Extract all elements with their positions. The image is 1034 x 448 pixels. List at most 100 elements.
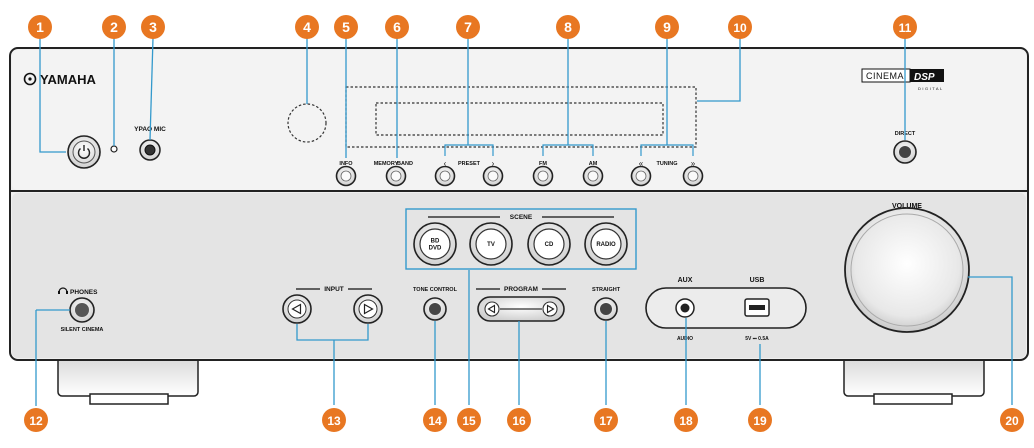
- input-right-button[interactable]: [353, 294, 383, 324]
- power-icon: [77, 145, 91, 159]
- preset-right-arrow: ›: [492, 159, 495, 168]
- callout-19: 19: [748, 408, 772, 432]
- callout-number: 13: [327, 414, 341, 428]
- scene-button-label: TV: [487, 242, 495, 248]
- input-section: INPUT: [282, 286, 383, 324]
- callout-12: 12: [24, 408, 48, 432]
- headphones-icon: [58, 287, 68, 294]
- callout-number: 9: [663, 19, 671, 35]
- scene-tv-button[interactable]: TV: [469, 222, 513, 266]
- standby-indicator: [110, 145, 118, 153]
- callout-number: 3: [149, 19, 157, 35]
- phones-section: PHONES SILENT CINEMA: [58, 287, 104, 333]
- callout-number: 6: [393, 19, 401, 35]
- silent-cinema-label: SILENT CINEMA: [61, 327, 104, 333]
- callout-10: 10: [728, 15, 752, 39]
- preset-left-arrow: ‹: [444, 159, 447, 168]
- callout-number: 12: [29, 414, 43, 428]
- program-label: PROGRAM: [504, 286, 538, 293]
- straight-button[interactable]: [594, 297, 618, 321]
- foot-right-base: [873, 393, 953, 405]
- callout-3: 3: [141, 15, 165, 39]
- callout-number: 18: [679, 414, 693, 428]
- triangle-left-icon: [291, 303, 302, 315]
- am-button[interactable]: [582, 165, 604, 187]
- cinema-logo-sub: DIGITAL: [918, 86, 944, 91]
- scene-button-label: CD: [545, 242, 554, 248]
- info-button[interactable]: [335, 165, 357, 187]
- front-display-inner: [375, 102, 664, 136]
- callout-number: 19: [753, 414, 767, 428]
- program-left-button[interactable]: [484, 301, 500, 317]
- fm-button[interactable]: [532, 165, 554, 187]
- aux-label: AUX: [678, 277, 693, 284]
- scene-button-label: BD: [431, 239, 440, 245]
- top-row-buttons: [335, 165, 704, 187]
- tuning-up-button[interactable]: [682, 165, 704, 187]
- triangle-right-icon: [546, 304, 555, 314]
- phones-jack[interactable]: [69, 297, 95, 323]
- callout-number: 20: [1005, 414, 1019, 428]
- triangle-right-icon: [363, 303, 374, 315]
- ypao-mic-jack[interactable]: [139, 139, 161, 161]
- callout-1: 1: [28, 15, 52, 39]
- direct-button[interactable]: [893, 140, 917, 164]
- tone-control-label: TONE CONTROL: [413, 287, 458, 293]
- callout-18: 18: [674, 408, 698, 432]
- power-button[interactable]: [67, 135, 101, 169]
- program-right-button[interactable]: [542, 301, 558, 317]
- input-label: INPUT: [324, 286, 344, 293]
- tone-control-button[interactable]: [423, 297, 447, 321]
- usb-port[interactable]: [744, 298, 770, 317]
- callout-2: 2: [102, 15, 126, 39]
- callout-5: 5: [334, 15, 358, 39]
- callout-number: 11: [899, 21, 912, 35]
- phones-label: PHONES: [70, 289, 98, 296]
- scene-button-label: RADIO: [596, 242, 616, 248]
- input-left-button[interactable]: [282, 294, 312, 324]
- callout-17: 17: [594, 408, 618, 432]
- preset-label: PRESET: [458, 161, 481, 167]
- callout-number: 2: [110, 19, 118, 35]
- scene-cd-button[interactable]: CD: [527, 222, 571, 266]
- tuning-label: TUNING: [656, 161, 677, 167]
- info-label: INFO: [339, 161, 353, 167]
- scene-highlight-frame: [405, 208, 637, 270]
- preset-prev-button[interactable]: [434, 165, 456, 187]
- callout-number: 8: [564, 19, 572, 35]
- remote-sensor: [287, 103, 327, 143]
- callout-8: 8: [556, 15, 580, 39]
- brand-logo: YAMAHA: [23, 72, 96, 87]
- scene-radio-button[interactable]: RADIO: [584, 222, 628, 266]
- chassis: [9, 47, 1029, 361]
- callout-number: 1: [36, 19, 44, 35]
- upper-panel: [12, 50, 1026, 190]
- callout-number: 15: [462, 414, 476, 428]
- callout-6: 6: [385, 15, 409, 39]
- fm-label: FM: [539, 161, 547, 167]
- callout-9: 9: [655, 15, 679, 39]
- cinema-logo-part2: DSP: [914, 72, 935, 83]
- callout-leaders: [35, 37, 1013, 406]
- volume-knob[interactable]: [844, 207, 970, 333]
- aux-jack[interactable]: [675, 298, 695, 318]
- callout-number: 14: [428, 414, 442, 428]
- memory-band-button[interactable]: [385, 165, 407, 187]
- scene-label: SCENE: [510, 214, 533, 221]
- usb-power-label: 5V ⎓ 0.5A: [745, 336, 769, 342]
- aux-usb-frame: [645, 287, 807, 329]
- program-section: PROGRAM: [476, 286, 566, 322]
- volume-label: VOLUME: [892, 203, 922, 210]
- aux-audio-label: AUDIO: [677, 336, 693, 342]
- straight-label: STRAIGHT: [592, 287, 621, 293]
- tuning-down-button[interactable]: [630, 165, 652, 187]
- callout-20: 20: [1000, 408, 1024, 432]
- preset-next-button[interactable]: [482, 165, 504, 187]
- callout-11: 11: [893, 15, 917, 39]
- foot-left: [57, 355, 199, 397]
